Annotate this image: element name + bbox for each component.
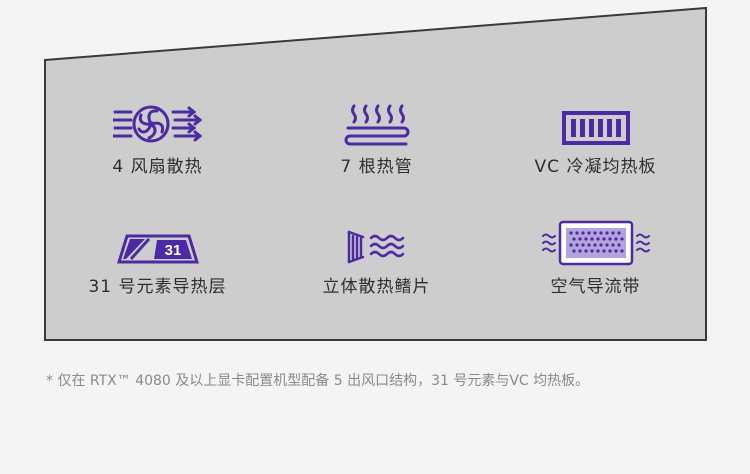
feature-air-guide: 空气导流带 [486,216,705,297]
thermal-layer-number: 31 [164,242,181,259]
footnote: * 仅在 RTX™ 4080 及以上显卡配置机型配备 5 出风口结构，31 号元… [46,373,590,389]
fins-icon [345,216,409,266]
feature-vapor-chamber: VC 冷凝均热板 [486,96,705,177]
feature-heat-pipes: 7 根热管 [267,96,486,177]
feature-fins: 立体散热鳍片 [267,216,486,297]
thermal-layer-icon: 31 [116,216,199,266]
feature-thermal-layer: 31 31 号元素导热层 [48,216,267,297]
air-guide-icon [541,216,651,266]
feature-label: 7 根热管 [340,157,413,177]
heat-pipe-icon [342,96,412,146]
feature-label: 4 风扇散热 [112,157,203,177]
fan-icon [112,96,203,146]
feature-label: 立体散热鳍片 [322,277,431,297]
feature-label: 31 号元素导热层 [88,277,227,297]
feature-fans: 4 风扇散热 [48,96,267,177]
feature-label: 空气导流带 [550,277,641,297]
feature-label: VC 冷凝均热板 [534,157,657,177]
features-grid: 4 风扇散热 7 根热管 [48,66,705,336]
vapor-chamber-icon [561,96,631,146]
